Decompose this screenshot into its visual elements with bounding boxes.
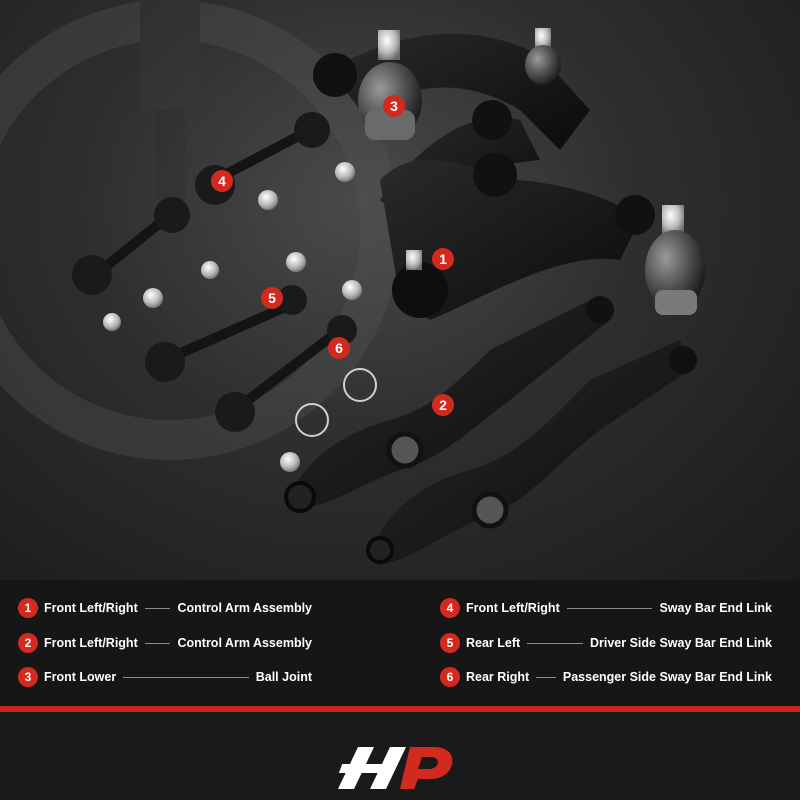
background-strut [0, 0, 400, 460]
legend-item: 5 Rear Left Driver Side Sway Bar End Lin… [440, 632, 772, 654]
legend-item: 3 Front Lower Ball Joint [18, 666, 312, 688]
legend-divider [144, 642, 171, 644]
badge-1: 1 [432, 248, 454, 270]
legend-location: Front Left/Right [44, 636, 138, 650]
legend-item: 4 Front Left/Right Sway Bar End Link [440, 597, 772, 619]
svg-text:1: 1 [439, 251, 447, 267]
parts-illustration: 1 2 3 4 5 6 [0, 0, 705, 565]
legend-number: 5 [440, 633, 460, 653]
parts-legend: 1 Front Left/Right Control Arm Assembly … [0, 580, 800, 705]
legend-number: 1 [18, 598, 38, 618]
legend-part: Control Arm Assembly [177, 601, 312, 615]
legend-item: 2 Front Left/Right Control Arm Assembly [18, 632, 312, 654]
svg-text:2: 2 [439, 397, 447, 413]
upper-control-arm [313, 33, 655, 320]
badge-2: 2 [432, 394, 454, 416]
legend-part: Control Arm Assembly [177, 636, 312, 650]
legend-number: 4 [440, 598, 460, 618]
sway-bar-end-links [72, 112, 362, 472]
legend-divider [527, 642, 583, 644]
legend-divider [536, 676, 556, 678]
badge-5: 5 [261, 287, 283, 309]
legend-location: Front Lower [44, 670, 117, 684]
accent-stripe [0, 706, 800, 712]
retaining-clips [295, 368, 377, 437]
legend-location: Rear Right [466, 670, 530, 684]
legend-part: Passenger Side Sway Bar End Link [562, 670, 772, 684]
footer [0, 712, 800, 800]
legend-part: Driver Side Sway Bar End Link [589, 636, 772, 650]
legend-item: 6 Rear Right Passenger Side Sway Bar End… [440, 666, 772, 688]
legend-divider [123, 676, 249, 678]
svg-text:4: 4 [218, 173, 226, 189]
legend-divider [566, 607, 653, 609]
legend-number: 6 [440, 667, 460, 687]
badge-3: 3 [383, 95, 405, 117]
legend-number: 2 [18, 633, 38, 653]
legend-item: 1 Front Left/Right Control Arm Assembly [18, 597, 312, 619]
svg-text:6: 6 [335, 340, 343, 356]
legend-number: 3 [18, 667, 38, 687]
legend-location: Front Left/Right [44, 601, 138, 615]
badge-4: 4 [211, 170, 233, 192]
badge-6: 6 [328, 337, 350, 359]
legend-part: Ball Joint [255, 670, 312, 684]
legend-part: Sway Bar End Link [659, 601, 772, 615]
product-photo: 1 2 3 4 5 6 [0, 0, 800, 580]
brand-logo-icon [330, 737, 460, 797]
svg-text:5: 5 [268, 290, 276, 306]
legend-divider [144, 607, 171, 609]
svg-text:3: 3 [390, 98, 398, 114]
legend-location: Front Left/Right [466, 601, 560, 615]
legend-location: Rear Left [466, 636, 521, 650]
